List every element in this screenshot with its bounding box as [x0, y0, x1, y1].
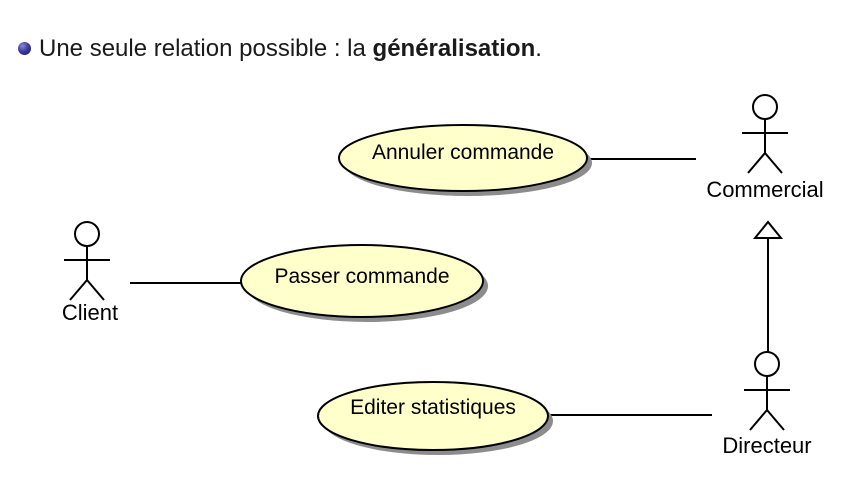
- bullet-text-suffix: .: [535, 35, 542, 62]
- actor-leg-icon: [766, 409, 785, 431]
- actor-leg-icon: [747, 152, 766, 174]
- actor-leg-icon: [86, 279, 105, 301]
- generalization-arrow: [752, 220, 784, 352]
- use-case-label: Passer commande: [274, 265, 449, 288]
- use-case-annuler-commande: Annuler commande: [338, 124, 592, 196]
- bullet-icon: [18, 42, 31, 55]
- bullet-text: Une seule relation possible : la général…: [39, 36, 542, 62]
- use-case-ellipse: [240, 244, 484, 318]
- actor-commercial: [742, 94, 788, 174]
- actor-label-client: Client: [62, 300, 118, 325]
- bullet-line: Une seule relation possible : la général…: [18, 36, 542, 62]
- actor-head-icon: [752, 94, 778, 120]
- actor-leg-icon: [69, 279, 88, 301]
- actor-leg-icon: [764, 152, 783, 174]
- use-case-ellipse: [338, 124, 588, 192]
- use-case-label: Annuler commande: [372, 141, 554, 164]
- generalization-triangle-icon: [752, 220, 784, 239]
- use-case-passer-commande: Passer commande: [240, 244, 488, 322]
- bullet-text-prefix: Une seule relation possible : la: [39, 35, 373, 62]
- actor-label-commercial: Commercial: [706, 177, 823, 202]
- actor-client: [64, 221, 110, 301]
- bullet-text-bold: généralisation: [372, 35, 536, 62]
- actor-head-icon: [74, 221, 100, 247]
- actor-label-directeur: Directeur: [722, 433, 811, 458]
- use-case-ellipse: [317, 381, 549, 451]
- actor-head-icon: [754, 351, 780, 377]
- use-case-label: Editer statistiques: [350, 396, 516, 419]
- actor-leg-icon: [749, 409, 768, 431]
- actor-directeur: [744, 351, 790, 431]
- use-case-editer-statistiques: Editer statistiques: [317, 381, 553, 455]
